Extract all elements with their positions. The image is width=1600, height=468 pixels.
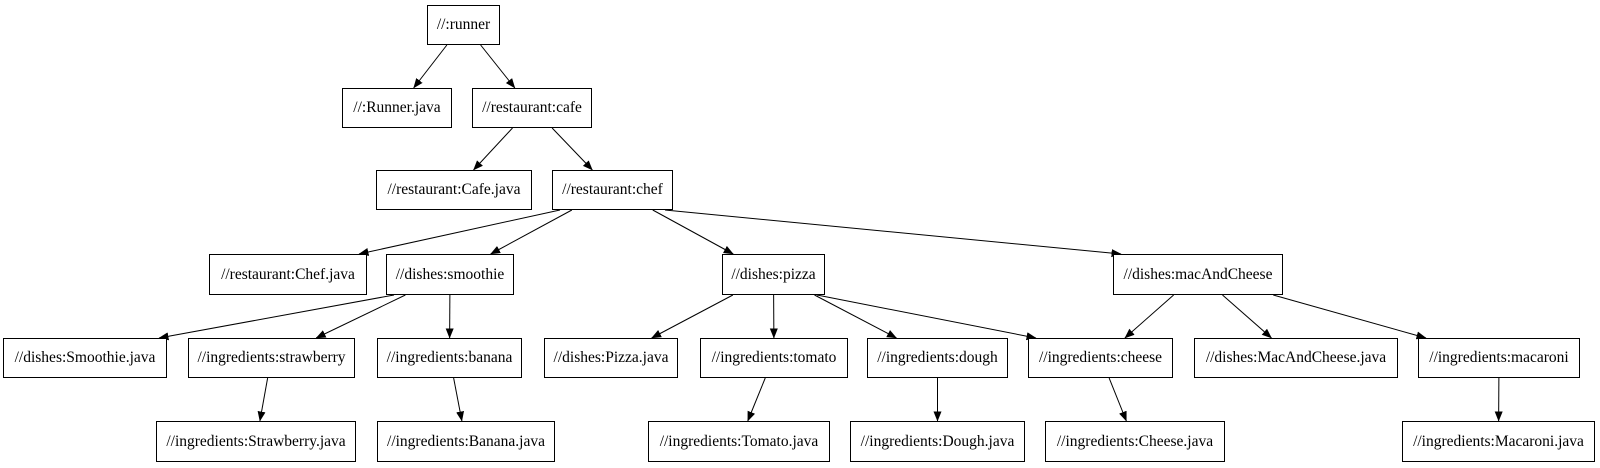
edge-runner-to-cafe xyxy=(480,44,516,89)
edge-strawberry-to-strawberry_java xyxy=(257,377,269,422)
graph-node-strawberry_java: //ingredients:Strawberry.java xyxy=(156,421,356,462)
edge-smoothie-to-smoothie_java xyxy=(158,294,395,341)
edge-chef-to-smoothie xyxy=(490,209,573,255)
graph-node-cheese_java: //ingredients:Cheese.java xyxy=(1045,421,1225,462)
graph-node-runner: //:runner xyxy=(427,5,500,45)
graph-node-tomato: //ingredients:tomato xyxy=(700,338,848,378)
graph-node-macandcheese_java: //dishes:MacAndCheese.java xyxy=(1194,338,1398,378)
graph-node-banana: //ingredients:banana xyxy=(377,338,522,378)
graph-node-strawberry: //ingredients:strawberry xyxy=(188,338,355,378)
graph-node-macandcheese: //dishes:macAndCheese xyxy=(1113,254,1283,295)
edge-cafe-to-cafe_java xyxy=(473,127,513,171)
graph-node-smoothie: //dishes:smoothie xyxy=(386,254,514,295)
graph-node-dough_java: //ingredients:Dough.java xyxy=(850,421,1025,462)
graph-node-cafe_java: //restaurant:Cafe.java xyxy=(376,170,532,210)
edge-cafe-to-chef xyxy=(551,127,593,171)
graph-node-dough: //ingredients:dough xyxy=(867,338,1008,378)
graph-node-runner_java: //:Runner.java xyxy=(342,88,452,128)
edge-macandcheese-to-macaroni xyxy=(1273,294,1427,340)
graph-node-cafe: //restaurant:cafe xyxy=(472,88,592,128)
graph-node-pizza_java: //dishes:Pizza.java xyxy=(544,338,678,378)
edge-cheese-to-cheese_java xyxy=(1108,377,1127,422)
edge-chef-to-macandcheese xyxy=(664,209,1122,258)
graph-node-tomato_java: //ingredients:Tomato.java xyxy=(648,421,830,462)
edge-banana-to-banana_java xyxy=(453,377,465,422)
graph-node-macaroni_java: //ingredients:Macaroni.java xyxy=(1402,421,1595,462)
edge-smoothie-to-strawberry xyxy=(315,294,406,339)
edge-pizza-to-dough xyxy=(814,294,897,339)
edge-macandcheese-to-macandcheese_java xyxy=(1222,294,1272,339)
edge-tomato-to-tomato_java xyxy=(747,377,766,422)
edge-chef-to-pizza xyxy=(652,209,734,255)
graph-node-macaroni: //ingredients:macaroni xyxy=(1418,338,1580,378)
edge-macandcheese-to-cheese xyxy=(1124,294,1174,339)
graph-node-cheese: //ingredients:cheese xyxy=(1028,338,1173,378)
graph-node-chef: //restaurant:chef xyxy=(552,170,673,210)
edge-pizza-to-pizza_java xyxy=(651,294,734,339)
graph-node-smoothie_java: //dishes:Smoothie.java xyxy=(3,338,167,378)
edge-chef-to-chef_java xyxy=(358,209,561,256)
graph-node-banana_java: //ingredients:Banana.java xyxy=(377,421,555,462)
graph-node-pizza: //dishes:pizza xyxy=(722,254,825,295)
edge-runner-to-runner_java xyxy=(413,44,448,89)
graph-node-chef_java: //restaurant:Chef.java xyxy=(209,254,367,295)
edge-pizza-to-cheese xyxy=(816,294,1037,341)
